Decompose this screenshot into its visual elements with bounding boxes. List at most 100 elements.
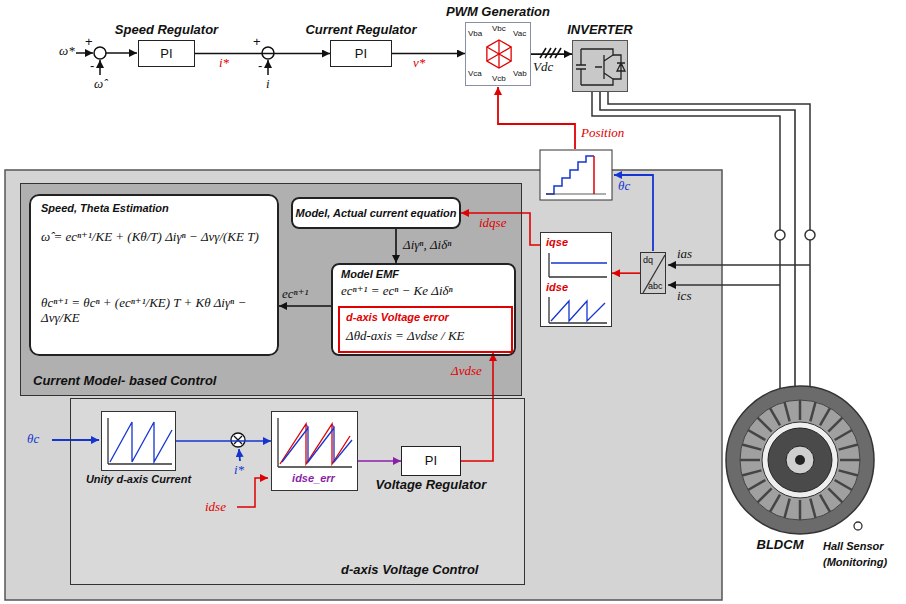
- node-fill: [29, 194, 279, 356]
- box-title: d-axis Voltage error: [346, 311, 449, 324]
- motor-drawing: [742, 470, 761, 475]
- signal-name: Position: [580, 126, 625, 141]
- transform-block: dq abc: [640, 252, 666, 294]
- signal-wire: [99, 60, 101, 75]
- motor-drawing: [768, 428, 832, 492]
- signal-name: idse: [546, 281, 568, 294]
- equation: ω̂ = ecⁿ⁺¹/KE + (Kθ/T) Δiγⁿ − Δvγ/(KE T): [41, 230, 273, 245]
- frame-name: abc: [648, 281, 663, 291]
- motor-drawing: [839, 470, 858, 475]
- pi-text: PI: [141, 46, 192, 61]
- node-fill: [640, 252, 666, 294]
- plot-box-drawing: [551, 301, 605, 321]
- signal-wire: [76, 52, 93, 54]
- motor-drawing: [820, 495, 830, 512]
- motor-drawing: [810, 402, 815, 421]
- motor-drawing: [726, 386, 874, 534]
- motor-wire: [668, 284, 780, 286]
- multiplier: [231, 433, 245, 447]
- pwm-block-drawing: [487, 54, 499, 61]
- signal-name: idse_err: [272, 472, 355, 485]
- signal-name: ics: [676, 289, 692, 304]
- signal-name: θc: [617, 179, 631, 194]
- plot-box-drawing: [108, 418, 172, 464]
- connector: [176, 440, 271, 442]
- regulator-box: Current RegulatorPI: [330, 40, 392, 67]
- connector: [461, 213, 540, 245]
- sensor-name: Hall Sensor: [822, 540, 885, 553]
- box-title: Model, Actual current equation: [295, 207, 457, 220]
- idse-signal: [237, 478, 268, 507]
- theta-signal: [52, 175, 653, 461]
- node-fill: [401, 446, 461, 476]
- vector-name: Vcb: [492, 74, 506, 83]
- multiplier: [231, 433, 245, 447]
- plot-box-drawing: [306, 424, 334, 428]
- node-fill: [70, 398, 525, 585]
- motor: BLDCM: [725, 385, 875, 535]
- signal-name: θc: [26, 432, 40, 447]
- position-staircase-plot: [546, 156, 594, 194]
- vector-name: Vba: [468, 29, 482, 38]
- signal-name: Vdc: [532, 60, 554, 75]
- plot-box: Unity d-axis Current: [101, 411, 176, 471]
- equation-box: Model EMFecⁿ⁺¹ = ecⁿ − Ke Δiδⁿd-axis Vol…: [331, 263, 516, 356]
- plot-box-drawing: [108, 418, 172, 464]
- inverter-block: INVERTER: [572, 40, 628, 92]
- plot-box-drawing: [551, 262, 607, 263]
- node-fill: [572, 40, 628, 92]
- vector-name: Vca: [468, 69, 482, 78]
- motor-drawing: [770, 408, 780, 425]
- connector-label: Δiγⁿ, Δiδⁿ: [402, 238, 452, 253]
- connector-label: i*: [218, 56, 230, 71]
- inverter-block-drawing: [613, 55, 625, 79]
- plot-box-drawing: [549, 253, 607, 277]
- connector: [600, 92, 795, 386]
- connector-label: Δvdse: [450, 364, 483, 379]
- signal-name: i*: [233, 463, 245, 478]
- connector: [392, 53, 465, 55]
- connector: [358, 460, 401, 462]
- motor-drawing: [799, 500, 802, 520]
- pwm-block-drawing: [498, 40, 499, 54]
- motor-drawing: [835, 430, 852, 440]
- signal-name: i: [265, 77, 271, 92]
- node-fill: [138, 40, 195, 67]
- connector-label: idqse: [478, 216, 507, 231]
- plot-box-drawing: [110, 422, 172, 462]
- inverter-block-drawing: [576, 49, 586, 85]
- signal-wire: [267, 60, 269, 75]
- multiplier: [234, 436, 242, 444]
- motor-drawing: [828, 488, 842, 502]
- motor-drawing: [784, 402, 789, 421]
- summing-junction: [94, 47, 106, 59]
- node-fill: [271, 411, 358, 491]
- node-fill: [20, 22, 666, 585]
- node-fill: [331, 263, 516, 356]
- motor-drawing: [748, 430, 765, 440]
- pwm-block-drawing: [487, 47, 499, 54]
- pwm-block-drawing: [499, 54, 511, 61]
- motor-drawing: [784, 499, 789, 518]
- regulator-name: Speed Regulator: [115, 23, 218, 38]
- plot-box-drawing: [280, 424, 350, 464]
- plot-title: Unity d-axis Current: [86, 473, 191, 486]
- position-staircase-plot: [546, 194, 606, 195]
- node-fill: [330, 40, 392, 67]
- pi-text: PI: [333, 46, 389, 61]
- equation: Δθd-axis = Δvdse / KE: [346, 329, 465, 344]
- box-title: Model EMF: [341, 268, 399, 281]
- sign: +: [252, 35, 262, 50]
- idse-signal: [237, 478, 268, 507]
- control-panel: Current Model- based ControlSpeed, Theta…: [20, 183, 522, 396]
- node-fill: [101, 411, 176, 471]
- frame-name: dq: [643, 255, 653, 265]
- theta-signal: [239, 449, 240, 461]
- plot-box-drawing: [549, 297, 607, 323]
- sign: -: [257, 59, 263, 74]
- motor-drawing: [748, 480, 765, 490]
- motor-drawing: [758, 418, 772, 432]
- position-staircase-plot: [540, 150, 612, 200]
